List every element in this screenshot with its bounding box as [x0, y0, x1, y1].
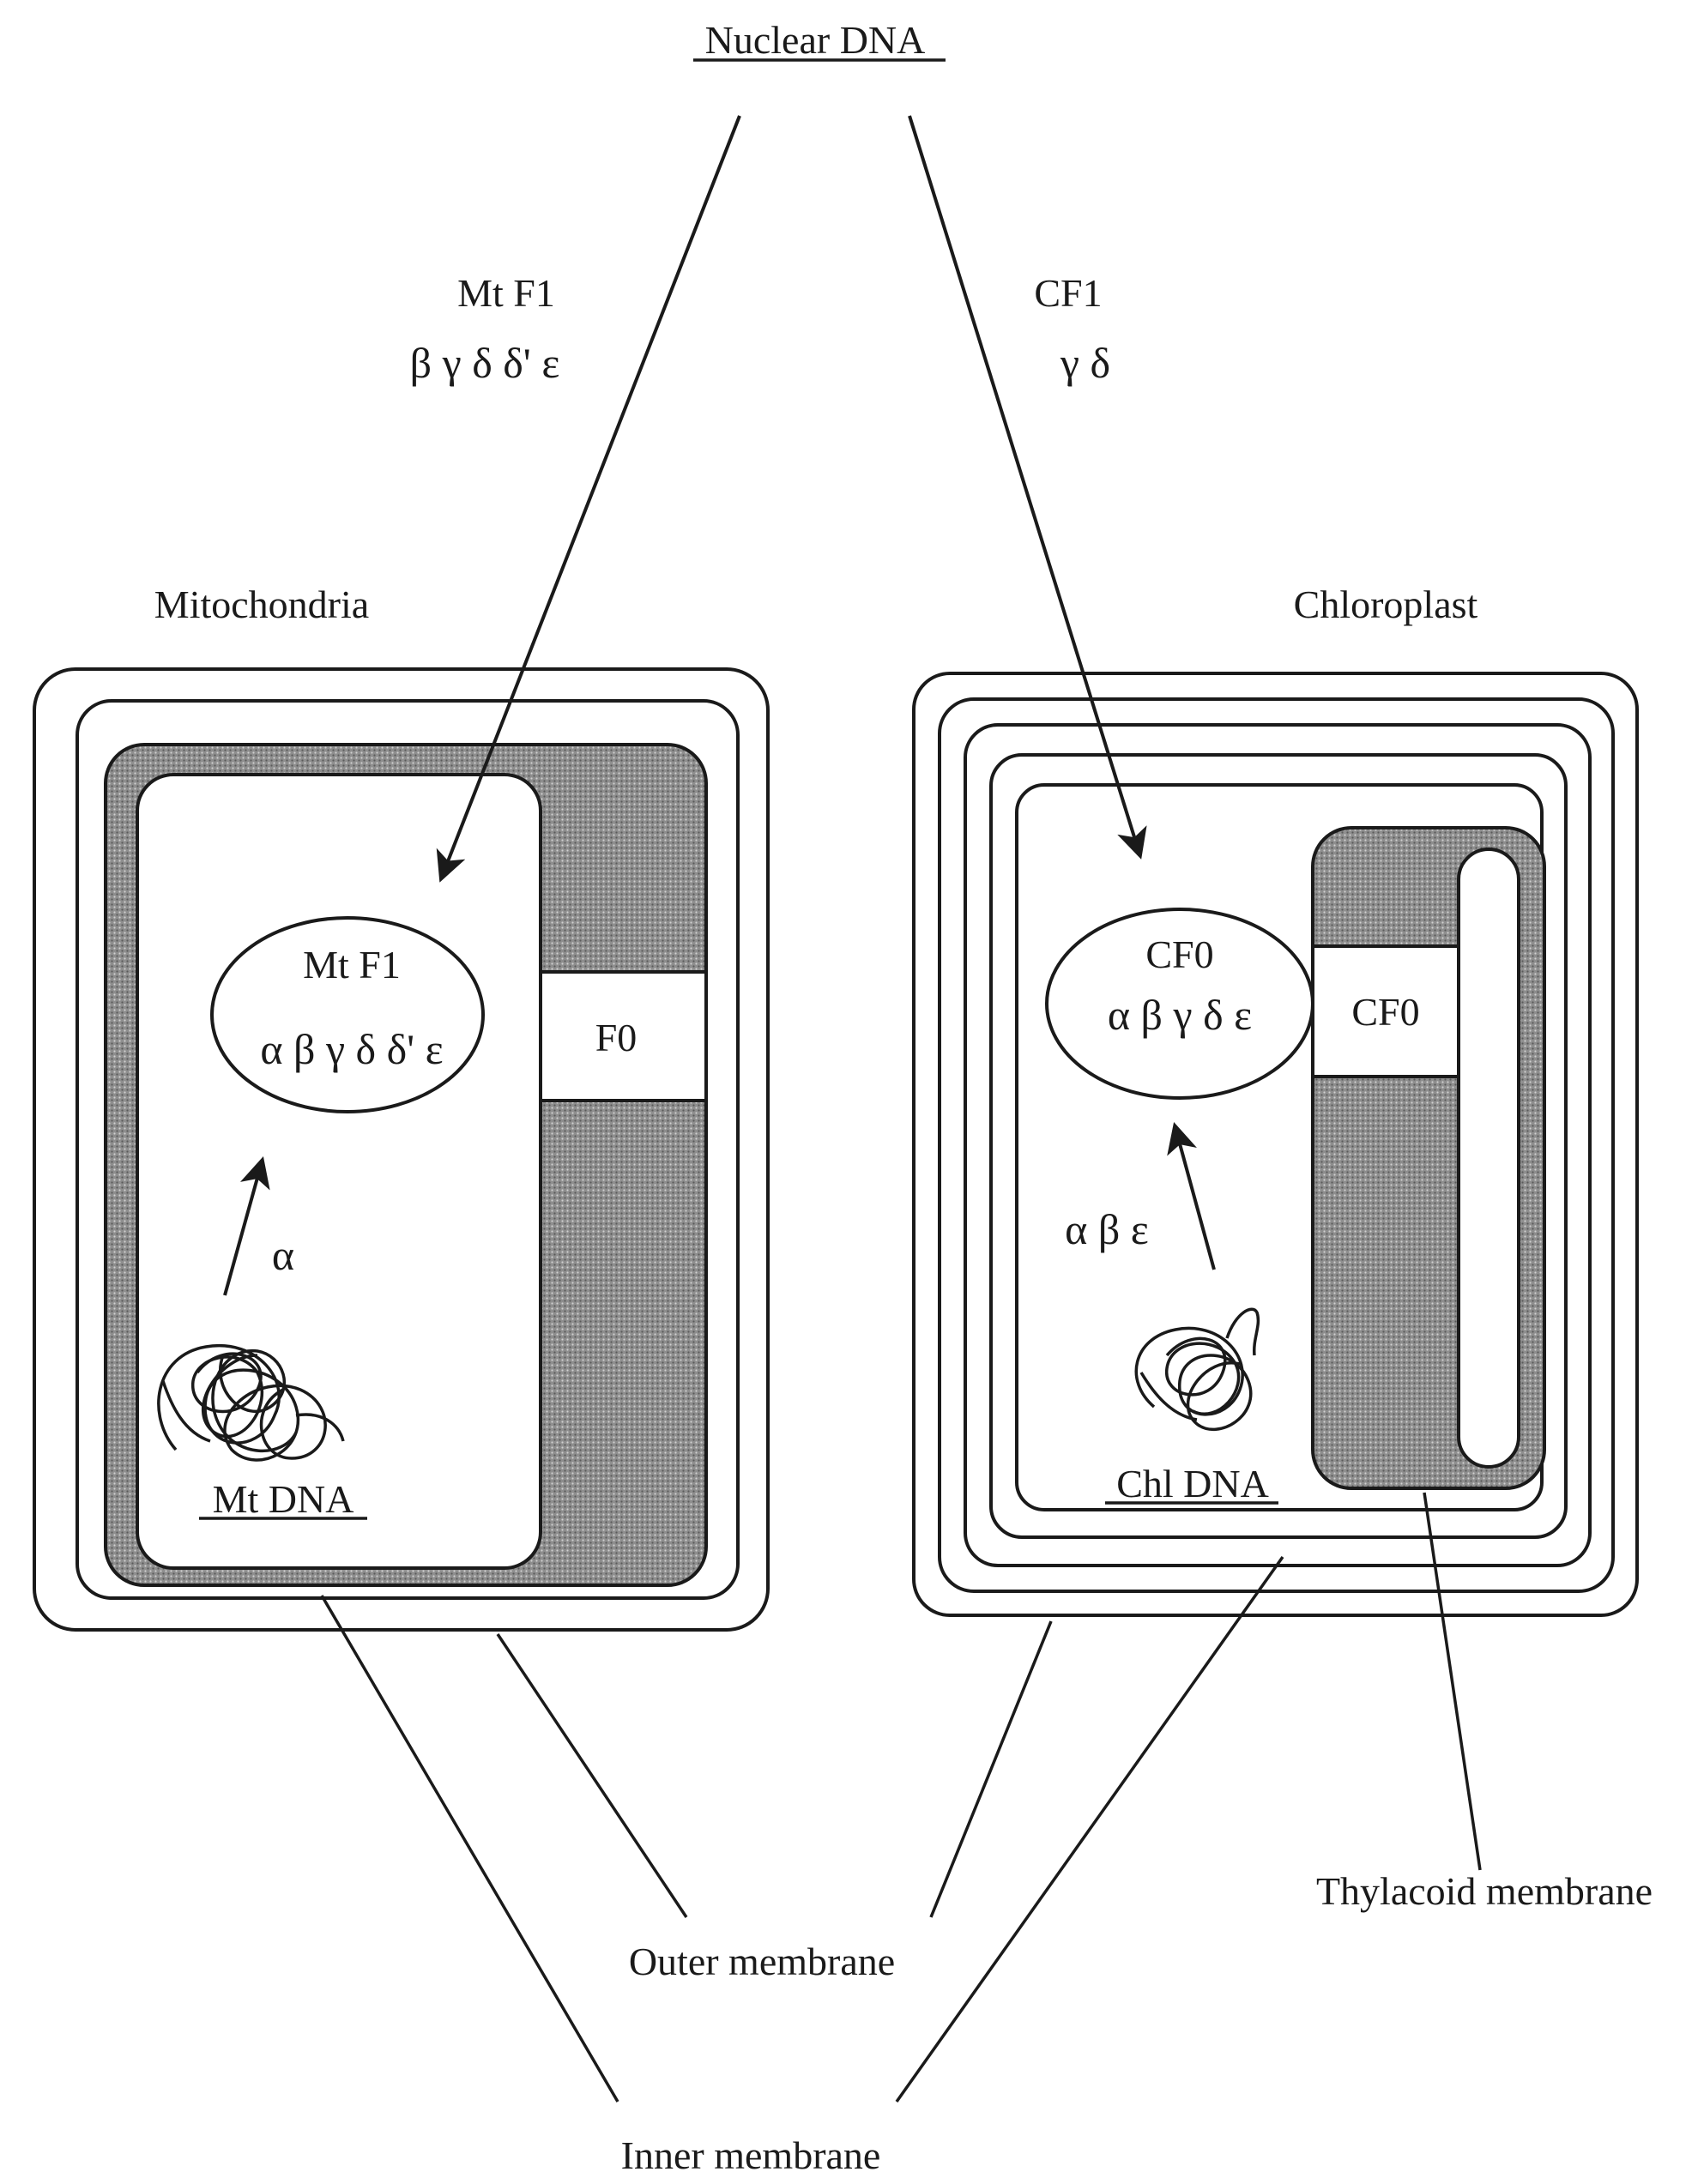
mito-dna-label: Mt DNA	[213, 1477, 354, 1521]
chloro-dna-coil	[1136, 1309, 1258, 1429]
inner-membrane-label: Inner membrane	[621, 2133, 881, 2177]
mito-f1-name: Mt F1	[303, 943, 401, 986]
cf-import-label: CF1	[1034, 271, 1102, 315]
chloro-cf0-label: CF0	[1351, 990, 1419, 1034]
nuclear-dna-label: Nuclear DNA	[705, 18, 926, 62]
nuclear-to-chloro-arrow	[909, 116, 1139, 854]
mitochondria-title: Mitochondria	[154, 582, 369, 626]
thylacoid-membrane-label: Thylacoid membrane	[1316, 1869, 1653, 1913]
inner-leader-mito	[322, 1596, 618, 2102]
chloroplast: CF0 CF0 α β γ δ ε α β ε Chl DNA	[914, 673, 1637, 1615]
chloroplast-title: Chloroplast	[1294, 582, 1478, 626]
outer-leader-mito	[498, 1634, 686, 1917]
chloro-dna-label: Chl DNA	[1116, 1462, 1269, 1505]
mito-f1-subunits: α β γ δ δ' ε	[260, 1025, 443, 1073]
chloro-local-arrow	[1175, 1128, 1214, 1270]
cf-import-subunits: γ δ	[1060, 339, 1110, 387]
inner-leader-chloro	[897, 1557, 1283, 2102]
mt-import-subunits: β γ δ δ' ε	[410, 339, 560, 387]
chloro-cf-name: CF0	[1145, 932, 1213, 976]
mito-local-subunit: α	[272, 1231, 294, 1279]
thylacoid-leader	[1424, 1493, 1480, 1870]
mitochondrion: F0 Mt F1 α β γ δ δ' ε α Mt DNA	[34, 669, 768, 1630]
chloro-local-subunits: α β ε	[1065, 1205, 1149, 1253]
outer-leader-chloro	[931, 1621, 1051, 1917]
thylakoid-lumen	[1459, 849, 1519, 1467]
mito-f0-label: F0	[595, 1016, 637, 1059]
mt-import-label: Mt F1	[457, 271, 555, 315]
chloro-cf-subunits: α β γ δ ε	[1108, 991, 1252, 1039]
mito-matrix	[137, 775, 541, 1568]
outer-membrane-label: Outer membrane	[629, 1940, 895, 1983]
